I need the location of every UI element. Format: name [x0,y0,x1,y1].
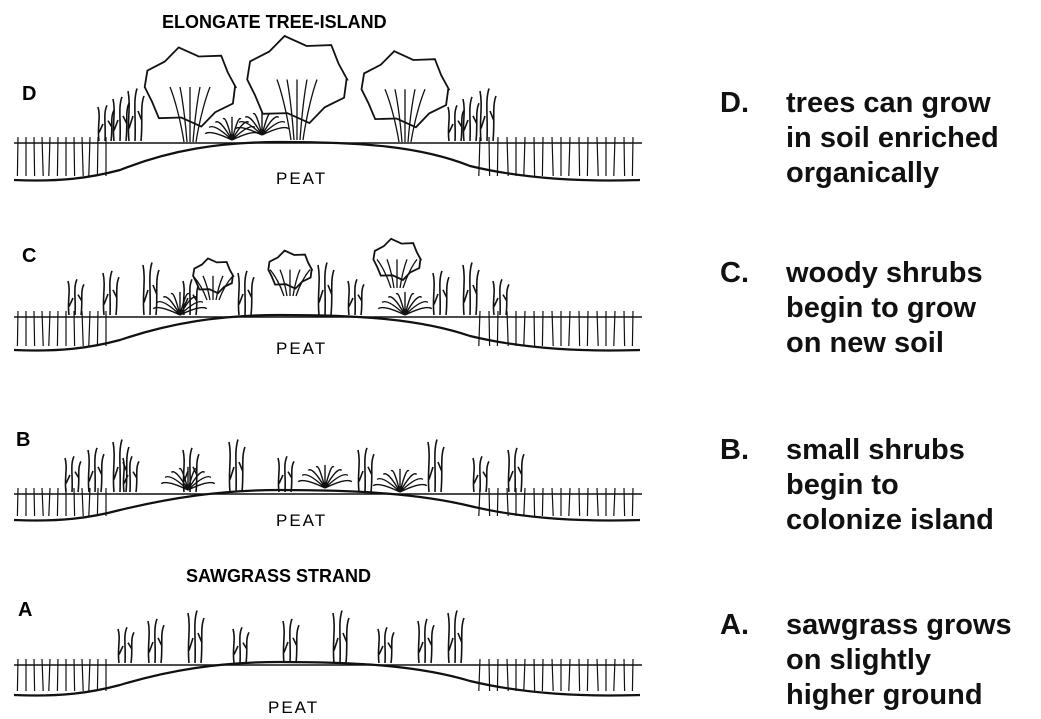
sawgrass-clump [118,627,134,663]
sawgrass-clump [103,271,119,315]
peat-label-d: PEAT [276,169,327,188]
caption-line: woody shrubs [786,256,1040,291]
peat-mound-outline [14,662,640,696]
panel-letter-d: D [22,83,36,105]
caption-line: organically [786,156,1040,191]
shrub-fern [161,467,215,490]
shrub-fern [298,465,352,488]
sawgrass-clump [493,279,509,315]
sawgrass-clump [113,97,129,141]
sawgrass-clump [238,271,254,315]
sawgrass-clump [348,279,364,315]
panel-letter-b: B [16,429,30,451]
panel-c-woody-shrubs: C PEAT [14,239,642,358]
sawgrass-clump [148,619,164,663]
caption-line: trees can grow [786,86,1040,121]
sawgrass-clump [448,105,464,141]
caption-line: begin to grow [786,291,1040,326]
caption-text: sawgrass grows on slightly higher ground [786,608,1040,713]
sawgrass-clump [378,627,394,663]
sawgrass-clump [428,440,444,493]
marsh-hatching [17,659,106,691]
sawgrass-clump [229,440,245,493]
peat-label-c: PEAT [276,339,327,358]
sawgrass-clump [318,263,334,316]
panel-b-small-shrubs: B PEAT [14,429,642,530]
shrub-fern [373,469,427,492]
caption-line: sawgrass grows [786,608,1040,643]
sawgrass-clump [98,105,114,141]
shrub-fern [378,292,432,315]
sawgrass-clump [188,611,204,664]
panel-a-sawgrass: A PEAT [14,599,642,717]
caption-line: colonize island [786,503,1040,538]
caption-text: small shrubs begin to colonize island [786,433,1040,538]
peat-label-b: PEAT [276,511,327,530]
sawgrass-clump [233,627,249,663]
sawgrass-clump [283,619,299,663]
caption-line: on slightly [786,643,1040,678]
sawgrass-clump [463,263,479,316]
caption-line: higher ground [786,678,1040,713]
title-elongate-tree-island: ELONGATE TREE-ISLAND [162,12,387,32]
sawgrass-clump [128,89,144,142]
caption-text: woody shrubs begin to grow on new soil [786,256,1040,361]
marsh-hatching [479,659,633,691]
panel-d-tree-island: D PEAT [14,36,642,188]
marsh-hatching [17,488,106,516]
peat-label-a: PEAT [268,698,319,717]
caption-letter: B. [720,433,749,468]
sawgrass-clump [473,456,489,492]
sawgrass-clump [88,448,104,492]
caption-line: begin to [786,468,1040,503]
caption-line: in soil enriched [786,121,1040,156]
caption-letter: D. [720,86,749,121]
shrub-fern [153,292,207,315]
panel-letter-a: A [18,599,32,621]
sawgrass-clump [68,279,84,315]
caption-line: on new soil [786,326,1040,361]
marsh-hatching [17,311,106,346]
sawgrass-clump [113,440,129,493]
sawgrass-clump [508,448,524,492]
caption-letter: A. [720,608,749,643]
marsh-hatching [479,311,633,346]
caption-text: trees can grow in soil enriched organica… [786,86,1040,191]
caption-letter: C. [720,256,749,291]
sawgrass-clump [123,456,139,492]
title-sawgrass-strand: SAWGRASS STRAND [186,566,371,586]
sawgrass-clump [65,456,81,492]
caption-line: small shrubs [786,433,1040,468]
panel-letter-c: C [22,245,36,267]
sawgrass-clump [463,97,479,141]
sawgrass-clump [333,611,349,664]
sawgrass-clump [358,448,374,492]
sawgrass-clump [418,619,434,663]
shrub-fern [205,117,259,140]
sawgrass-clump [480,89,496,142]
sawgrass-clump [448,611,464,664]
sawgrass-clump [278,456,294,492]
sawgrass-clump [433,271,449,315]
